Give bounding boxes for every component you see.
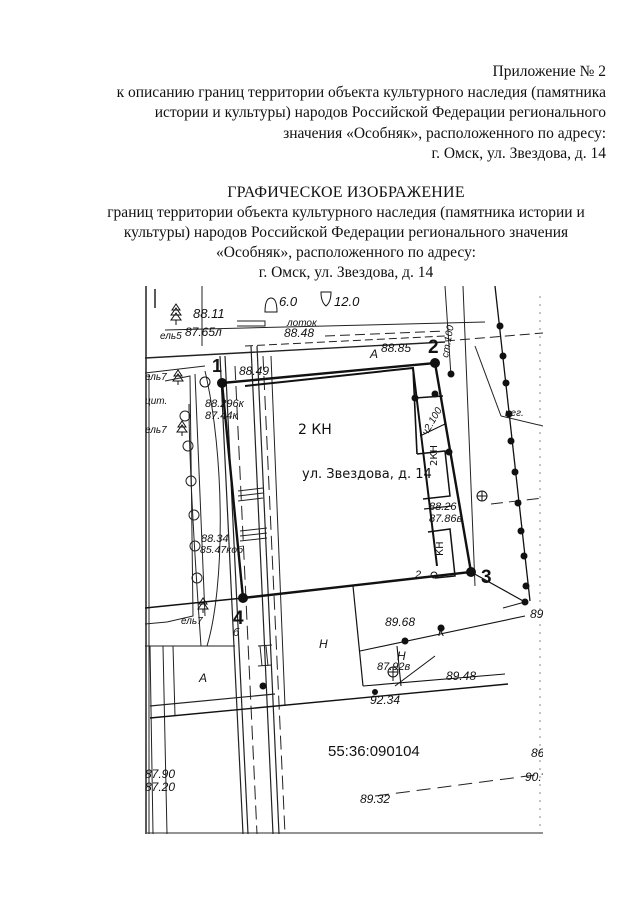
b-label: б [233, 627, 240, 639]
elevation-label: 88.49 [239, 364, 269, 378]
appendix-header: Приложение № 2 к описанию границ террито… [46, 62, 606, 165]
elevation-label: 87.92в [377, 661, 411, 673]
two-label: 2 [414, 569, 421, 581]
k-label: К [438, 627, 445, 639]
elevation-label: 88.26 [429, 501, 457, 513]
boundary-point-4: 4 [233, 608, 244, 629]
tree-label: ель5 [160, 331, 182, 342]
title-line: границ территории объекта культурного на… [107, 204, 585, 221]
tree-icons [170, 303, 209, 613]
neg-label: нег. [505, 408, 524, 419]
lotok-label: лоток [286, 318, 318, 329]
annex-label: 2КН [429, 445, 440, 466]
elevation-label: 85.47коб [200, 544, 244, 556]
dimension-label: 12.0 [334, 294, 360, 309]
elevation-label: 86 [531, 746, 543, 760]
st-label: ст.100 [440, 324, 457, 359]
elevation-label: 88.11 [193, 306, 225, 321]
lot-label: Н [397, 649, 406, 663]
title-line: культуры) народов Российской Федерации р… [123, 224, 569, 241]
address-label: ул. Звездова, д. 14 [302, 467, 432, 482]
tree-label: ель7 [145, 425, 167, 436]
boundary-point-1: 1 [212, 356, 222, 376]
appendix-line: к описанию границ территории объекта кул… [116, 83, 606, 101]
cit-label: цит. [145, 396, 167, 407]
document-title-block: ГРАФИЧЕСКОЕ ИЗОБРАЖЕНИЕ границ территори… [90, 183, 602, 283]
elevation-label: 88.296к [205, 398, 245, 410]
elevation-label: 87.65л [185, 325, 222, 339]
elevation-label: 92.34 [370, 693, 400, 707]
appendix-number: Приложение № 2 [492, 63, 606, 80]
elevation-label: 87.90 [145, 767, 175, 781]
elevation-label: 87.86в [429, 513, 463, 525]
tree-label: ель7 [145, 372, 167, 383]
elevation-label: 88.85 [381, 341, 411, 355]
lot-label: Н [319, 637, 328, 651]
map-drawing: 88.11 ель5 87.65л 6.0 12.0 лоток 88.48 8… [145, 286, 543, 834]
boundary-map: 88.11 ель5 87.65л 6.0 12.0 лоток 88.48 8… [145, 286, 543, 834]
building-label: 2 КН [298, 422, 332, 438]
title-address: г. Омск, ул. Звездова, д. 14 [258, 264, 434, 281]
elevation-label: 87.44к [205, 410, 239, 422]
elevation-label: 89.68 [385, 615, 415, 629]
cadastral-number: 55:36:090104 [328, 743, 420, 760]
appendix-line: значения «Особняк», расположенного по ад… [283, 124, 606, 142]
elevation-label: 90. [525, 770, 542, 784]
boundary-point-2: 2 [428, 337, 439, 358]
dimension-label: 6.0 [279, 294, 298, 309]
area-label: А [369, 347, 378, 361]
elevation-label: 88.48 [284, 326, 314, 340]
document-title: ГРАФИЧЕСКОЕ ИЗОБРАЖЕНИЕ [227, 184, 465, 201]
boundary-point-3: 3 [481, 567, 492, 588]
appendix-address: г. Омск, ул. Звездова, д. 14 [431, 145, 607, 162]
appendix-line: истории и культуры) народов Российской Ф… [154, 104, 606, 121]
elevation-label: 89.32 [360, 792, 390, 806]
elevation-label: 89 [530, 607, 543, 621]
area-label: А [198, 671, 207, 685]
elevation-label: 88.34 [201, 533, 229, 545]
ch2-label: ч2.100 [420, 405, 445, 437]
annex-label: КН [435, 541, 446, 556]
elevation-label: 87.20 [145, 780, 175, 794]
tree-label: ель7 [181, 616, 203, 627]
elevation-label: 89.48 [446, 669, 476, 683]
title-line: «Особняк», расположенного по адресу: [216, 244, 476, 261]
